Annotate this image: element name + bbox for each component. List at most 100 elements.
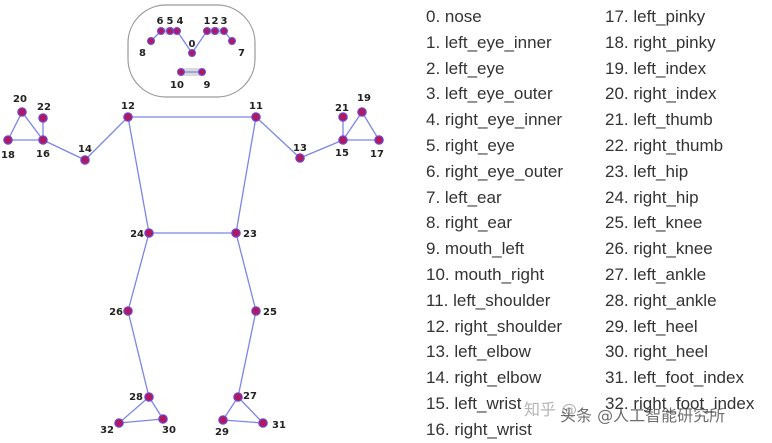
legend-item: 1. left_eye_inner — [426, 32, 552, 52]
skeleton-edge — [127, 116, 150, 234]
keypoint-label: 16 — [36, 149, 50, 160]
keypoint — [203, 27, 212, 36]
keypoint — [123, 112, 133, 122]
skeleton-edge — [299, 139, 344, 159]
keypoint-label: 10 — [170, 80, 184, 91]
legend-column-right: 17. left_pinky 18. right_pinky 19. left_in… — [605, 4, 754, 417]
toutiao-watermark: 头条 @人工智能研究所 — [560, 406, 726, 425]
skeleton-edge — [127, 232, 150, 312]
keypoint-label: 8 — [139, 48, 146, 59]
skeleton-edge — [361, 111, 380, 141]
legend-item: 8. right_ear — [426, 213, 512, 233]
keypoint-label: 12 — [121, 101, 135, 112]
legend-item: 26. right_knee — [605, 239, 713, 259]
legend-item: 9. mouth_left — [426, 239, 525, 259]
skeleton-edge — [84, 116, 129, 161]
keypoint — [251, 112, 261, 122]
keypoint-label: 19 — [357, 93, 371, 104]
keypoint — [147, 36, 156, 45]
keypoint — [338, 112, 348, 122]
legend-item: 16. right_wrist — [426, 419, 532, 439]
keypoint-label: 14 — [78, 144, 92, 155]
keypoint-label: 4 — [177, 16, 184, 27]
skeleton-edges — [7, 30, 380, 424]
keypoint — [188, 48, 197, 57]
skeleton-edge — [176, 30, 193, 54]
legend-item: 15. left_wrist — [426, 393, 522, 413]
keypoint — [144, 392, 154, 402]
skeleton-edge — [255, 116, 301, 159]
keypoint — [17, 107, 27, 117]
keypoint-label: 20 — [13, 94, 27, 105]
legend-item: 25. left_knee — [605, 213, 703, 233]
keypoints — [3, 27, 384, 428]
legend-item: 18. right_pinky — [605, 32, 716, 52]
keypoint-label: 26 — [109, 307, 123, 318]
keypoint-label: 13 — [293, 143, 307, 154]
keypoint-label: 1 — [204, 16, 211, 27]
legend-item: 19. left_index — [605, 58, 707, 78]
skeleton-edge — [237, 396, 264, 424]
keypoint-label: 31 — [272, 420, 286, 431]
keypoint-label: 24 — [130, 229, 144, 240]
keypoint — [258, 418, 268, 428]
skeleton-edge — [222, 419, 264, 424]
keypoint — [123, 306, 133, 316]
keypoint-label: 2 — [212, 16, 219, 27]
legend-item: 4. right_eye_inner — [426, 110, 563, 130]
skeleton-edge — [191, 30, 208, 54]
keypoint-label: 29 — [215, 427, 229, 438]
skeleton-edge — [127, 310, 150, 398]
keypoint — [338, 135, 348, 145]
legend-item: 0. nose — [426, 7, 482, 26]
keypoint — [198, 67, 207, 76]
keypoint-label: 6 — [157, 16, 164, 27]
keypoint — [38, 113, 48, 123]
keypoint-label: 7 — [238, 48, 245, 59]
keypoint-label: 17 — [370, 149, 384, 160]
skeleton-edge — [7, 111, 23, 141]
skeleton-edge — [237, 310, 257, 398]
keypoint-label: 11 — [249, 101, 263, 112]
legend-item: 23. left_hip — [605, 161, 689, 181]
keypoint-label: 15 — [335, 148, 349, 159]
legend-item: 13. left_elbow — [426, 342, 531, 362]
legend-item: 29. left_heel — [605, 316, 698, 336]
legend-item: 17. left_pinky — [605, 7, 706, 26]
keypoint-label: 32 — [100, 425, 114, 436]
legend-item: 5. right_eye — [426, 135, 515, 155]
keypoint — [38, 135, 48, 145]
skeleton-edge — [42, 139, 86, 161]
legend-item: 22. right_thumb — [605, 135, 724, 155]
keypoint — [3, 135, 13, 145]
legend-item: 10. mouth_right — [426, 264, 545, 284]
keypoint — [374, 135, 384, 145]
keypoint-label: 23 — [243, 229, 257, 240]
keypoint-label: 21 — [335, 103, 349, 114]
keypoint — [144, 228, 154, 238]
keypoint — [211, 27, 220, 36]
skeleton-edge — [118, 418, 164, 424]
keypoint-label: 0 — [189, 39, 196, 50]
keypoint — [251, 306, 261, 316]
keypoint — [114, 418, 124, 428]
keypoint — [157, 27, 166, 36]
skeleton-edge — [342, 111, 363, 141]
legend-item: 30. right_heel — [605, 342, 709, 362]
keypoint-label: 9 — [204, 80, 211, 91]
legend-item: 21. left_thumb — [605, 110, 713, 130]
legend-item: 6. right_eye_outer — [426, 161, 564, 181]
keypoint-label: 22 — [37, 102, 51, 113]
keypoint-label: 27 — [243, 391, 257, 402]
skeleton-edge — [235, 116, 257, 234]
keypoint — [228, 36, 237, 45]
keypoint — [357, 107, 367, 117]
legend-item: 7. left_ear — [426, 187, 502, 207]
keypoint-label: 18 — [1, 150, 15, 161]
keypoint — [231, 228, 241, 238]
keypoint — [295, 153, 305, 163]
keypoint — [218, 415, 228, 425]
keypoint — [166, 27, 175, 36]
skeleton-edge — [21, 111, 44, 141]
